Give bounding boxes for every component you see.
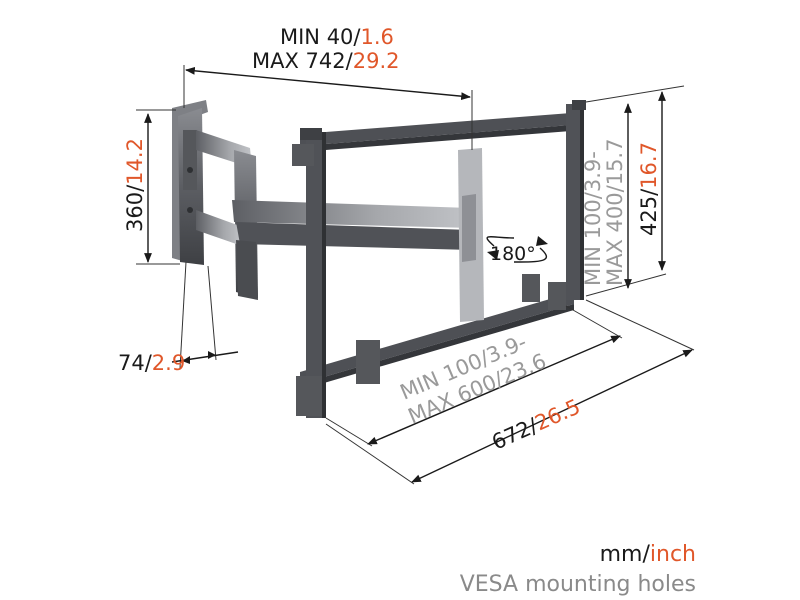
rotation-indicator: 180° <box>486 236 548 265</box>
frame-height-text: 425/16.7 <box>637 142 661 236</box>
wall-plate <box>172 100 208 265</box>
wall-plate-depth-text: 74/2.9 <box>118 351 185 375</box>
vesa-vertical-line1: MIN 100/3.9- <box>581 151 605 286</box>
dim-wall-plate-height: 360/14.2 <box>123 109 180 265</box>
legend-units: mm/inch <box>600 542 696 567</box>
legend-mm: mm/ <box>599 542 650 567</box>
articulating-arm <box>196 130 472 300</box>
wall-plate-height-text: 360/14.2 <box>123 138 147 232</box>
dim-arm-extension: MIN 40/1.6 MAX 742/29.2 <box>183 25 473 150</box>
rotation-text: 180° <box>490 243 536 265</box>
arm-extension-max-text: MAX 742/29.2 <box>252 49 399 73</box>
dim-vesa-vertical: MIN 100/3.9- MAX 400/15.7 <box>581 103 632 289</box>
frame-width-text: 672/26.5 <box>488 394 584 454</box>
legend-vesa-note: VESA mounting holes <box>459 572 696 597</box>
vesa-vertical-line2: MAX 400/15.7 <box>603 139 627 286</box>
legend-inch: inch <box>649 542 696 567</box>
dim-frame-height: 425/16.7 <box>585 85 685 297</box>
dim-wall-plate-depth: 74/2.9 <box>118 261 239 375</box>
arm-extension-min-text: MIN 40/1.6 <box>280 25 394 49</box>
